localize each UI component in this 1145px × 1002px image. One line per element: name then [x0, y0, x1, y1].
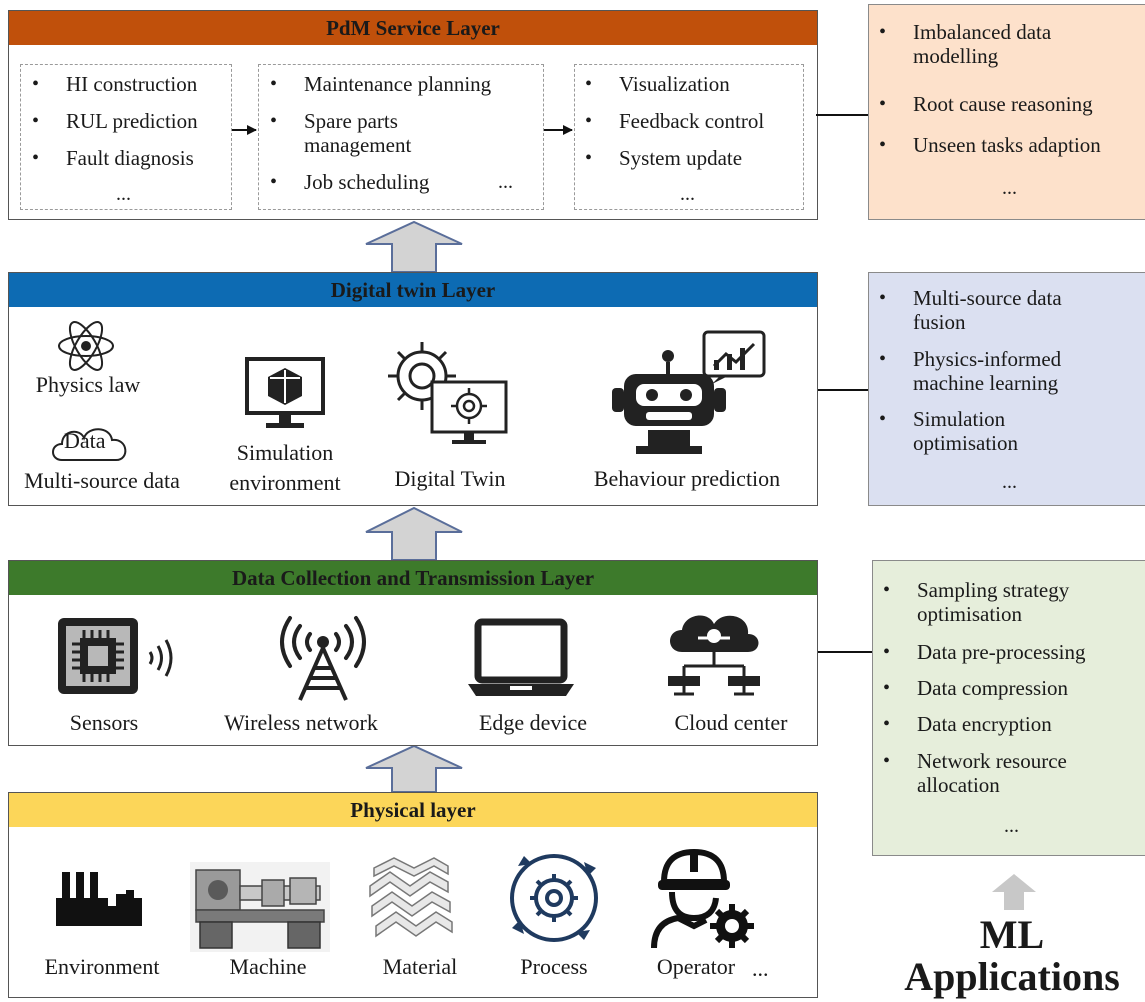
pdm-layer-title: PdM Service Layer [9, 11, 817, 45]
pdm-analysis-box [20, 64, 232, 210]
simulation-environment-label: Simulation environment [210, 438, 360, 498]
dt-ml-item-fusion: Multi-source data fusion [879, 286, 1113, 334]
ml-applications-line1: ML [979, 912, 1045, 957]
material-icon [369, 857, 453, 938]
operator-icon [651, 848, 754, 949]
process-cycle-icon [510, 854, 598, 942]
physics-law-label: Physics law [35, 372, 141, 397]
pdm-item-hi: HI construction [32, 72, 197, 96]
dt-ml-item-physics: Physics-informed machine learning [879, 347, 1103, 395]
pdm-col3-ellipsis: ... [680, 183, 695, 205]
pdm-ml-ellipsis: ... [1002, 177, 1017, 199]
pdm-ml-item-root-cause: Root cause reasoning [879, 92, 1093, 116]
process-label: Process [520, 954, 588, 979]
data-cloud-text: Data [64, 428, 106, 453]
physical-layer: Physical layer [8, 792, 818, 998]
pdm-ml-item-imbalanced: Imbalanced data modelling [879, 20, 1103, 68]
edge-device-label: Edge device [478, 710, 588, 735]
sensor-chip-icon [58, 618, 173, 694]
pdm-action-box [574, 64, 804, 210]
gear-monitor-icon [388, 342, 508, 444]
wireless-network-label: Wireless network [224, 710, 378, 735]
behaviour-prediction-label: Behaviour prediction [593, 466, 781, 491]
dct-ml-item-encryption: Data encryption [883, 712, 1052, 736]
digital-twin-layer-title: Digital twin Layer [9, 273, 817, 307]
pdm-item-maintenance: Maintenance planning [270, 72, 491, 96]
ml-applications-line2: Applications [904, 954, 1120, 999]
data-cloud-icon [52, 428, 127, 461]
pdm-item-job: Job scheduling [270, 170, 430, 194]
pdm-item-update: System update [585, 146, 742, 170]
environment-label: Environment [44, 954, 160, 979]
factory-icon [56, 872, 142, 926]
pdm-item-fault: Fault diagnosis [32, 146, 194, 170]
simulation-environment-text: Simulation environment [229, 440, 341, 495]
dct-ml-item-sampling: Sampling strategy optimisation [883, 578, 1117, 626]
dct-ml-ellipsis: ... [1004, 815, 1019, 837]
multi-source-data-label: Multi-source data [24, 468, 180, 493]
cloud-network-icon [668, 615, 760, 696]
dct-ml-item-preprocessing: Data pre-processing [883, 640, 1085, 664]
robot-icon [612, 330, 766, 454]
material-label: Material [382, 954, 458, 979]
pdm-item-spare: Spare parts management [270, 109, 454, 157]
laptop-icon [468, 618, 574, 696]
dt-ml-ellipsis: ... [1002, 471, 1017, 493]
data-collection-layer: Data Collection and Transmission Layer [8, 560, 818, 746]
pdm-item-rul: RUL prediction [32, 109, 198, 133]
dt-ml-item-simulation: Simulation optimisation [879, 407, 1063, 455]
cloud-center-label: Cloud center [674, 710, 788, 735]
physical-ellipsis: ... [752, 956, 769, 981]
pdm-ml-item-unseen: Unseen tasks adaption [879, 133, 1101, 157]
operator-label: Operator [656, 954, 736, 979]
pdm-item-feedback: Feedback control [585, 109, 764, 133]
digital-twin-label: Digital Twin [394, 466, 506, 491]
pdm-col2-ellipsis: ... [498, 171, 513, 193]
pdm-item-visual: Visualization [585, 72, 730, 96]
machine-label: Machine [229, 954, 307, 979]
sensors-label: Sensors [69, 710, 139, 735]
pdm-planning-box [258, 64, 544, 210]
data-collection-layer-title: Data Collection and Transmission Layer [9, 561, 817, 595]
atom-icon [58, 321, 114, 371]
pdm-col1-ellipsis: ... [116, 183, 131, 205]
dct-ml-item-compression: Data compression [883, 676, 1068, 700]
physical-layer-title: Physical layer [9, 793, 817, 827]
dct-ml-item-network: Network resource allocation [883, 749, 1117, 797]
simulation-monitor-icon [245, 357, 325, 428]
lathe-machine-icon [190, 862, 330, 952]
wireless-tower-icon [280, 616, 366, 701]
